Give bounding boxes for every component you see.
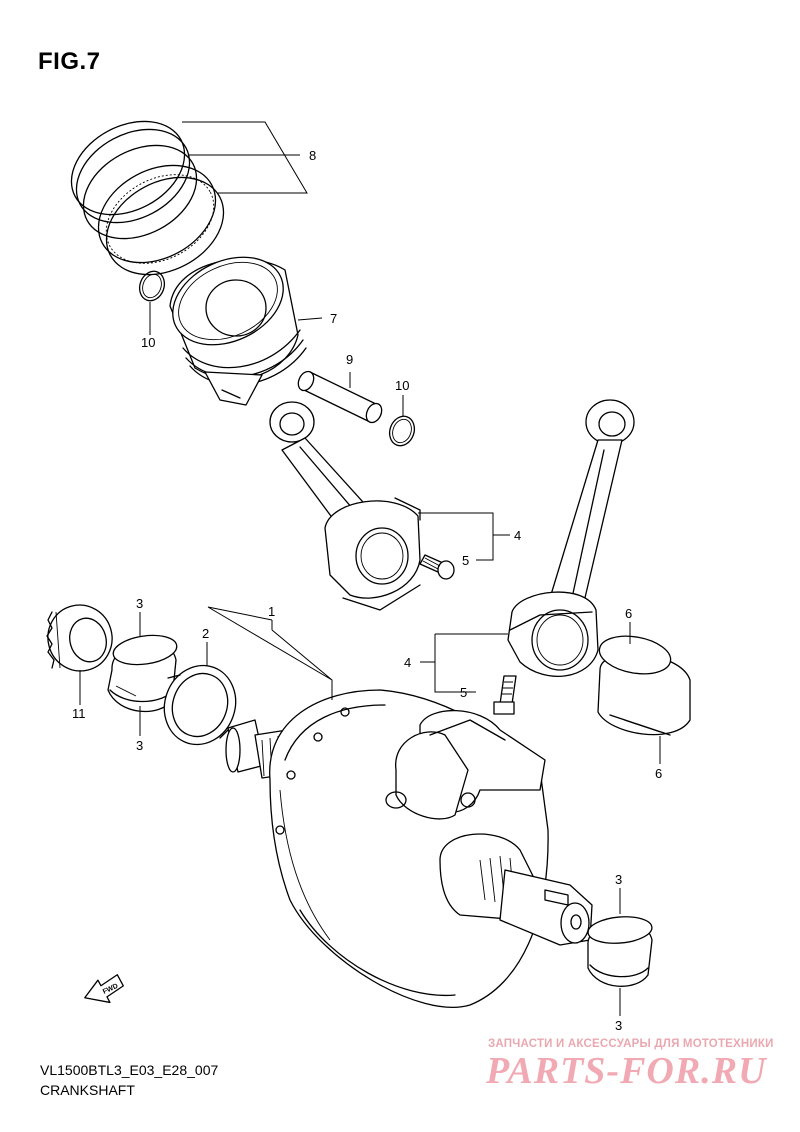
main-bearing-left[interactable] [107, 632, 179, 713]
callout-11[interactable]: 11 [72, 706, 86, 721]
piston[interactable] [159, 240, 307, 406]
callout-3-right-bottom[interactable]: 3 [615, 1018, 622, 1033]
callout-10-left[interactable]: 10 [141, 335, 155, 350]
thrust-washer[interactable] [153, 655, 246, 754]
figure-title: FIG.7 [38, 48, 101, 75]
diagram-name: CRANKSHAFT [40, 1082, 135, 1098]
callout-8[interactable]: 8 [309, 148, 316, 163]
callout-6-bottom[interactable]: 6 [655, 766, 662, 781]
connecting-rod-rear[interactable] [507, 399, 635, 677]
callout-3-left-bottom[interactable]: 3 [136, 738, 143, 753]
connecting-rod-front[interactable] [269, 401, 421, 611]
piston-rings[interactable] [55, 103, 240, 294]
callout-3-right-top[interactable]: 3 [615, 872, 622, 887]
leader-lines [79, 121, 661, 1016]
callout-10-right[interactable]: 10 [395, 378, 409, 393]
conrod-bolt-front[interactable] [419, 554, 455, 580]
callout-4-upper[interactable]: 4 [514, 528, 521, 543]
callout-labels: 8 7 10 9 10 4 5 1 2 3 3 11 6 6 4 5 3 3 [72, 148, 662, 1033]
piston-pin-circlip-left[interactable] [136, 268, 169, 304]
crankshaft[interactable] [225, 689, 593, 1008]
forward-direction-arrow: FWD [84, 974, 124, 1004]
callout-6-top[interactable]: 6 [625, 606, 632, 621]
callout-3-left-top[interactable]: 3 [136, 596, 143, 611]
crankpin-bearing-rear[interactable] [596, 631, 691, 736]
callout-5-lower[interactable]: 5 [460, 685, 467, 700]
callout-2[interactable]: 2 [202, 626, 209, 641]
piston-pin-circlip-right[interactable] [386, 413, 419, 449]
crankshaft-gear[interactable] [41, 598, 120, 678]
callout-5-upper[interactable]: 5 [462, 553, 469, 568]
watermark-tagline: ЗАПЧАСТИ И АКСЕССУАРЫ ДЛЯ МОТОТЕХНИКИ [488, 1038, 774, 1050]
diagram-code: VL1500BTL3_E03_E28_007 [40, 1062, 219, 1078]
conrod-bolt-rear[interactable] [493, 675, 517, 715]
main-bearing-right[interactable] [587, 914, 653, 987]
callout-7[interactable]: 7 [330, 311, 337, 326]
callout-4-lower[interactable]: 4 [404, 655, 411, 670]
callout-9[interactable]: 9 [346, 352, 353, 367]
piston-pin[interactable] [295, 369, 384, 425]
watermark-logo: PARTS-FOR.RU [486, 1050, 767, 1092]
callout-1[interactable]: 1 [268, 604, 275, 619]
